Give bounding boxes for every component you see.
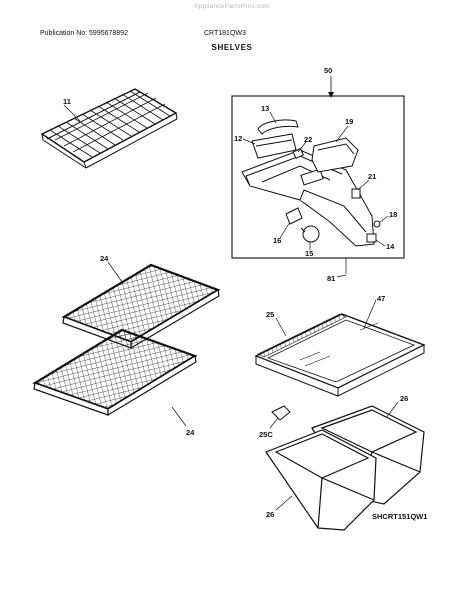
glass-shelf-upper [61,263,221,350]
callout-81: 81 [327,274,335,283]
callout-15: 15 [305,249,313,258]
crisper-cover [254,313,426,397]
callout-21: 21 [368,172,376,181]
callout-13: 13 [261,104,269,113]
callout-26-right: 26 [400,394,408,403]
callout-47: 47 [377,294,385,303]
callout-26-left: 26 [266,510,274,519]
assembly-frame [231,95,405,259]
light-housing-assembly [241,119,381,247]
diagram-code: SHCRT151QW1 [372,512,428,521]
crisper-slide [271,405,291,421]
callout-25: 25 [266,310,274,319]
callout-24-lower: 24 [186,428,195,437]
light-bulb [302,225,320,243]
section-title: SHELVES [211,43,253,52]
callout-18: 18 [389,210,397,219]
wire-rack-shelf [40,88,178,169]
publication-number: Publication No: 5995678892 [40,30,128,37]
callout-19: 19 [345,117,353,126]
callout-22: 22 [304,135,312,144]
callout-24-upper: 24 [100,254,109,263]
callout-50: 50 [324,66,332,75]
model-number: CRT181QW3 [204,30,246,37]
glass-shelf-lower [32,328,198,417]
callout-25c: 25C [259,430,273,439]
callout-11: 11 [63,97,71,106]
callout-12: 12 [234,134,242,143]
crisper-drawer-left [265,429,377,531]
callout-16: 16 [273,236,281,245]
callout-14: 14 [386,242,395,251]
watermark: AppliancePartsPros.com [194,3,270,10]
